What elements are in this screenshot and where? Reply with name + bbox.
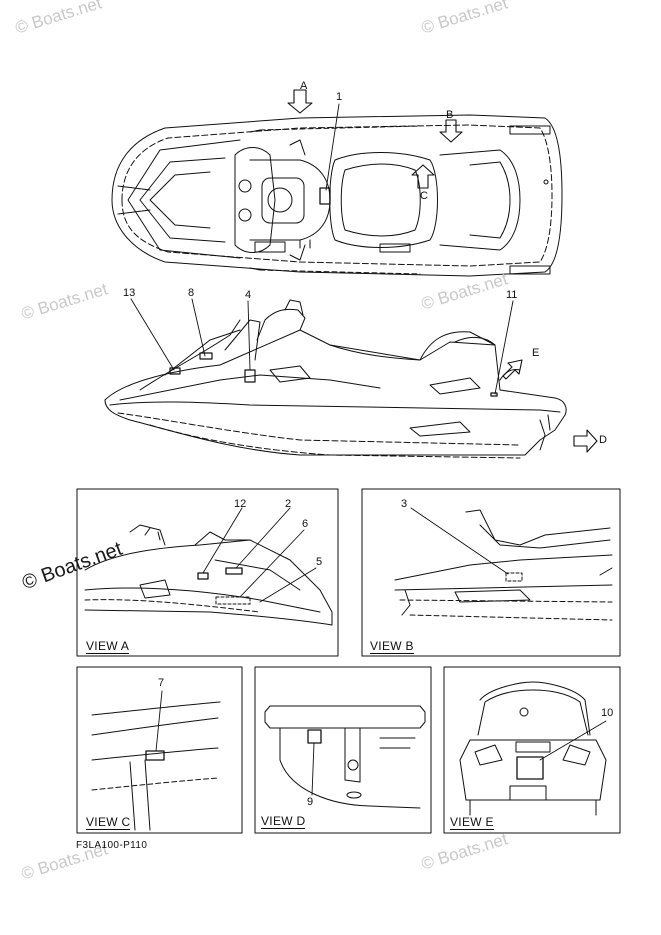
view-e-frame	[443, 666, 621, 834]
arrow-label-a: A	[300, 80, 308, 92]
view-c-drawing	[91, 701, 221, 831]
view-b-frame	[361, 488, 621, 657]
view-a-frame	[76, 488, 339, 657]
leader-lines-view-b	[410, 507, 509, 575]
view-arrows	[287, 89, 598, 453]
leader-lines-side	[130, 298, 514, 395]
callout-5: 5	[316, 556, 323, 568]
callout-8: 8	[188, 287, 195, 299]
view-c-frame	[76, 666, 243, 834]
callout-1: 1	[336, 91, 343, 103]
view-b-label: VIEW B	[370, 639, 414, 654]
leader-lines-view-e	[539, 720, 607, 761]
callout-3: 3	[401, 498, 408, 510]
callout-6: 6	[302, 518, 309, 530]
callout-7: 7	[158, 677, 165, 689]
callout-10: 10	[601, 707, 614, 719]
callout-4: 4	[245, 289, 252, 301]
callout-9: 9	[307, 796, 314, 808]
callout-2: 2	[285, 498, 292, 510]
view-e-drawing	[459, 681, 607, 816]
view-b-drawing	[394, 509, 613, 621]
leader-lines-top	[325, 103, 340, 191]
callout-11: 11	[506, 289, 518, 301]
callout-12: 12	[234, 498, 247, 510]
view-d-frame	[254, 666, 432, 834]
arrow-label-b: B	[446, 109, 454, 121]
top-view-watercraft	[111, 114, 563, 277]
side-view-watercraft	[104, 299, 567, 459]
view-c-label: VIEW C	[86, 815, 131, 830]
arrow-label-e: E	[532, 347, 540, 359]
callout-13: 13	[123, 287, 136, 299]
arrow-label-d: D	[599, 434, 607, 446]
leader-lines-view-a	[202, 507, 317, 603]
arrow-label-c: C	[420, 190, 428, 202]
view-d-label: VIEW D	[261, 814, 306, 829]
view-e-label: VIEW E	[450, 815, 494, 830]
diagram-code: F3LA100-P110	[76, 840, 148, 851]
view-a-drawing	[84, 524, 333, 626]
leader-lines-view-c	[155, 690, 163, 752]
view-a-label: VIEW A	[86, 639, 130, 654]
view-d-drawing	[264, 705, 426, 809]
leader-lines-view-d	[311, 742, 315, 796]
